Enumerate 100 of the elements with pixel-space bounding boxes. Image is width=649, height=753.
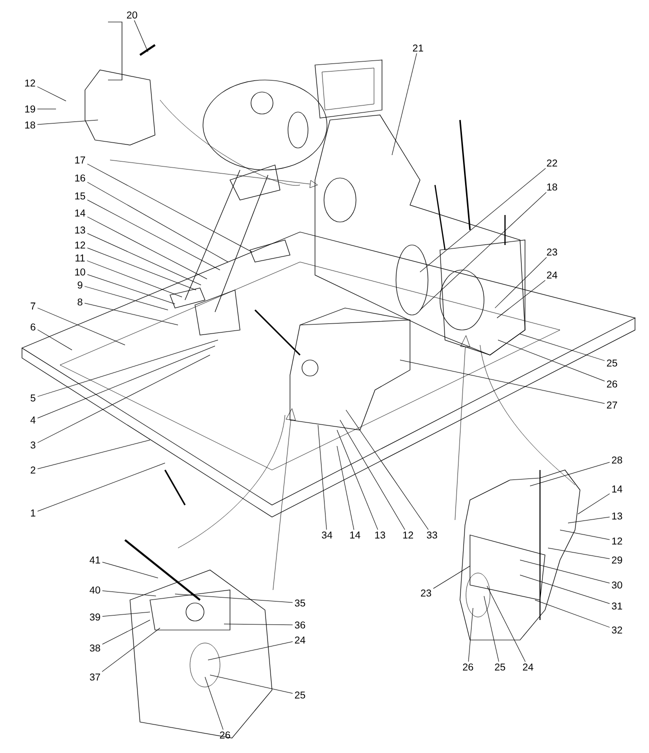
callout-number: 29: [612, 556, 622, 564]
callout-number: 26: [606, 380, 618, 388]
callout-number: 20: [126, 11, 138, 19]
leader-line: [37, 346, 216, 418]
callout-number: 33: [426, 531, 438, 539]
callout-number: 4: [30, 416, 36, 424]
callout-number: 2: [30, 466, 36, 474]
leader-line: [520, 574, 610, 604]
callout-number: 21: [412, 44, 424, 52]
leader-line: [560, 530, 610, 540]
callout-number: 23: [420, 589, 432, 597]
leader-line: [420, 168, 546, 272]
callout-number: 26: [462, 663, 474, 671]
callout-number: 26: [220, 731, 230, 739]
callout-number: 19: [25, 105, 36, 113]
leader-line: [336, 430, 378, 530]
callout-number: 24: [294, 636, 306, 644]
callout-number: 23: [546, 248, 558, 256]
leader-line: [346, 410, 429, 530]
leader-line: [174, 594, 293, 603]
leader-line: [102, 590, 156, 596]
callout-number: 12: [25, 80, 36, 86]
callout-number: 25: [294, 691, 306, 699]
leader-line: [210, 674, 293, 694]
callout-number: 22: [546, 160, 558, 166]
callout-number: 13: [75, 226, 86, 234]
leader-line: [84, 286, 168, 310]
leader-line: [87, 233, 202, 286]
leader-line: [318, 424, 327, 530]
callout-number: 9: [78, 281, 82, 289]
leader-line: [37, 120, 98, 125]
callout-number: 32: [612, 626, 622, 634]
leader-line: [37, 86, 66, 102]
leader-line: [37, 340, 218, 397]
leader-line: [84, 302, 178, 326]
leader-line: [102, 628, 160, 672]
leader-line: [568, 516, 610, 524]
callout-number: 14: [75, 210, 86, 216]
leader-line: [87, 248, 196, 290]
leader-line: [102, 620, 150, 645]
callout-number: 5: [30, 394, 36, 402]
callout-number: 38: [90, 644, 100, 652]
callout-number: 24: [546, 272, 558, 278]
leader-line: [87, 274, 176, 304]
leader-line: [37, 354, 210, 443]
callout-number: 18: [25, 121, 36, 129]
leader-line: [37, 108, 56, 110]
leader-line: [37, 440, 150, 470]
callout-number: 15: [75, 192, 86, 200]
leader-line: [433, 566, 470, 589]
leader-line: [87, 164, 252, 252]
leader-line: [520, 334, 605, 361]
leader-line: [102, 612, 150, 617]
callout-number: 37: [90, 673, 100, 681]
leader-line: [87, 200, 220, 270]
callout-number: 12: [403, 532, 414, 538]
callout-number: 34: [322, 531, 332, 539]
leader-line: [87, 216, 208, 280]
leader-line: [496, 280, 546, 318]
callout-number: 41: [90, 556, 100, 564]
leader-line: [420, 192, 547, 310]
callout-number: 40: [90, 586, 100, 594]
leader-line: [87, 182, 228, 262]
leader-line: [494, 257, 547, 308]
leader-line: [340, 420, 406, 530]
callout-number: 6: [30, 323, 36, 331]
callout-number: 13: [612, 512, 622, 520]
leader-line: [520, 560, 610, 584]
callout-number: 28: [612, 456, 622, 464]
callout-number: 12: [612, 538, 622, 544]
callout-number: 35: [294, 599, 306, 607]
callout-number: 36: [294, 621, 306, 629]
callout-number: 14: [350, 532, 360, 538]
leader-line: [37, 462, 166, 512]
leader-line: [486, 586, 526, 662]
leader-line: [204, 676, 224, 730]
leader-line: [484, 596, 500, 662]
callout-number: 30: [612, 581, 622, 589]
callout-number: 7: [30, 302, 36, 310]
callout-number: 25: [606, 359, 618, 367]
callout-number: 10: [75, 268, 86, 276]
leader-line: [102, 562, 158, 578]
leader-line: [224, 624, 293, 626]
callout-number: 39: [90, 613, 100, 621]
leader-line: [37, 329, 72, 350]
leader-line: [534, 600, 610, 628]
leader-line: [208, 641, 293, 660]
callout-number: 25: [494, 663, 506, 671]
callout-number: 16: [75, 174, 86, 182]
leader-line: [37, 308, 126, 346]
callout-number: 13: [375, 531, 386, 539]
callout-number: 12: [75, 242, 86, 248]
callout-number: 18: [547, 183, 558, 191]
callout-number: 1: [31, 510, 36, 516]
leader-line: [548, 548, 610, 559]
callout-number: 17: [75, 156, 86, 164]
callout-number: 24: [522, 664, 534, 670]
callout-number: 8: [78, 298, 82, 306]
leader-line: [134, 20, 148, 52]
callout-number: 27: [606, 402, 618, 408]
